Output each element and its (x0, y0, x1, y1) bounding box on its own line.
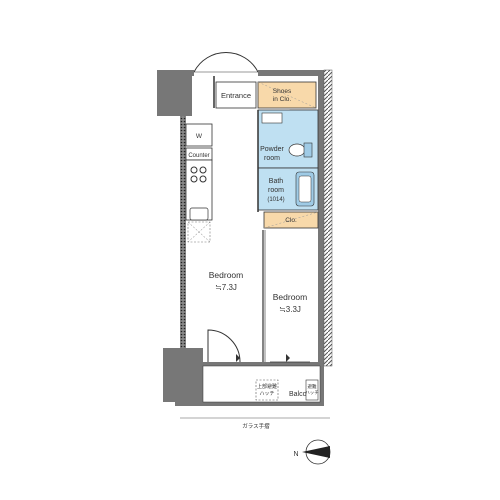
balcony-shed (305, 379, 319, 401)
glass-handrail: ガラス手摺 (180, 417, 330, 430)
kitchen: W Counter (185, 123, 213, 243)
balcony-note-line2: ハッチ (259, 391, 274, 397)
shed-note-line2: ハッチ (305, 390, 319, 395)
bath-label-line1: Bath (269, 178, 284, 185)
balcony-door-swing (207, 329, 310, 363)
powder-label-line1: Powder (260, 146, 284, 153)
shoes-label-line2: in Clo. (273, 96, 292, 103)
interior-partitions (213, 76, 266, 362)
refrigerator-space (187, 221, 211, 243)
glass-note: ガラス手摺 (242, 422, 270, 430)
closet-label: Clo. (285, 217, 297, 224)
sink-icon (189, 207, 209, 221)
w-label: W (196, 133, 203, 140)
exterior-walls (157, 69, 333, 406)
washbasin-icon (261, 112, 283, 124)
north-label: N (293, 451, 298, 458)
balcony: 上部避難 ハッチ Balcony 避難 ハッチ (202, 365, 321, 403)
bedroom-2: Bedroom ≒3.3J (273, 292, 308, 314)
bedroom2-area: ≒3.3J (279, 305, 301, 314)
counter-label: Counter (188, 153, 209, 159)
entrance-door-swing (193, 51, 259, 73)
bath-label-line2: room (268, 187, 284, 194)
bedroom-1: Bedroom ≒7.3J (209, 270, 244, 292)
shoes-label-line1: Shoes (273, 88, 292, 95)
stove-icon (190, 166, 207, 183)
balcony-label: Balcony (289, 391, 314, 398)
bathtub-icon (295, 171, 315, 207)
balcony-note-line1: 上部避難 (257, 383, 277, 390)
bedroom1-name: Bedroom (209, 270, 244, 280)
compass-icon: N (293, 439, 331, 465)
entrance-area: Entrance (215, 81, 257, 109)
toilet-icon (288, 142, 313, 158)
shoes-closet: Shoes in Clo. (257, 81, 317, 109)
bedroom2-name: Bedroom (273, 292, 308, 302)
bedroom1-area: ≒7.3J (215, 283, 237, 292)
closet: Clo. (263, 211, 319, 229)
evacuation-hatch (255, 379, 279, 401)
entrance-label: Entrance (221, 91, 251, 100)
powder-label-line2: room (264, 155, 280, 162)
shed-note-line1: 避難 (308, 383, 317, 390)
bath-size-label: (1014) (267, 197, 284, 203)
bath-room: Bath room (1014) (257, 167, 319, 211)
powder-room: Powder room (257, 109, 319, 169)
